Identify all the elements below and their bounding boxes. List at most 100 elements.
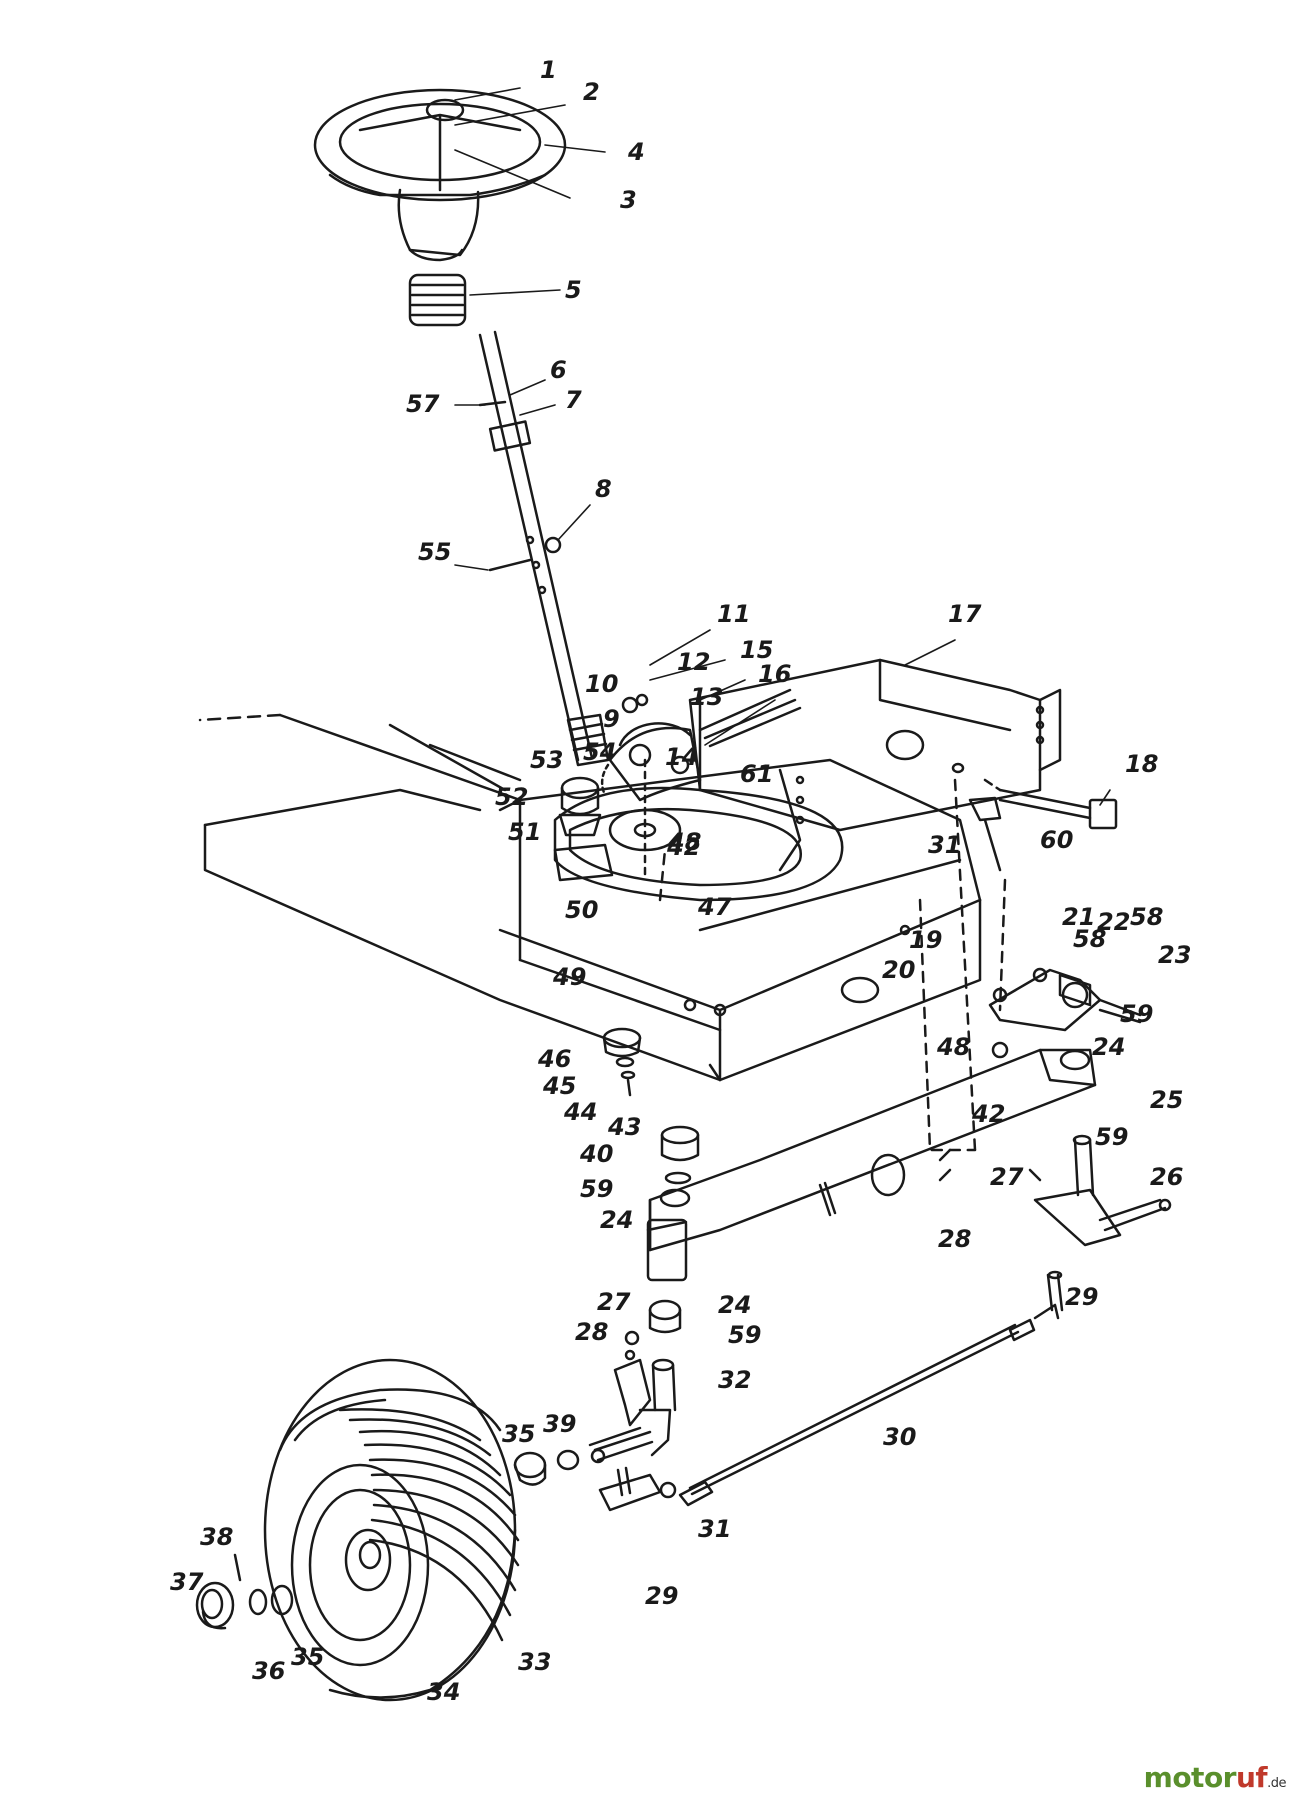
callout-47: 47 <box>697 893 732 921</box>
bushing-40 <box>659 1125 700 1208</box>
lower-bushing <box>553 776 614 882</box>
callout-28: 28 <box>575 1318 608 1346</box>
callout-10: 10 <box>585 670 618 698</box>
column-bushing <box>408 273 467 327</box>
front-bracket <box>688 658 1062 872</box>
callout-49: 49 <box>552 963 586 991</box>
tie-rod-end-left <box>598 1466 677 1512</box>
spindle-left <box>590 1299 682 1464</box>
callout-25: 25 <box>1150 1086 1183 1114</box>
callout-3: 3 <box>620 186 637 214</box>
callout-31: 31 <box>928 831 961 859</box>
callout-33: 33 <box>518 1648 551 1676</box>
fasteners-43-46 <box>602 1027 642 1097</box>
callout-43: 43 <box>607 1113 641 1141</box>
callout-51: 51 <box>508 818 541 846</box>
callout-27: 27 <box>990 1163 1024 1191</box>
frame <box>198 713 982 1082</box>
callout-6: 6 <box>550 356 567 384</box>
brand-domain: .de <box>1267 1776 1286 1791</box>
brand-part-1: motor <box>1143 1761 1237 1794</box>
callout-38: 38 <box>200 1523 233 1551</box>
callout-7: 7 <box>565 386 582 414</box>
bolt-18 <box>983 778 1118 830</box>
callout-44: 44 <box>563 1098 597 1126</box>
callout-22: 22 <box>1097 908 1130 936</box>
nut-8 <box>544 536 562 554</box>
callout-28: 28 <box>938 1225 971 1253</box>
callout-42: 42 <box>666 833 700 861</box>
callout-37: 37 <box>170 1568 204 1596</box>
pivot-arm <box>988 967 1142 1059</box>
callout-15: 15 <box>740 636 773 664</box>
callout-35: 35 <box>502 1420 535 1448</box>
brand-part-2: uf <box>1235 1761 1268 1794</box>
callout-61: 61 <box>740 760 773 788</box>
callout-59: 59 <box>728 1321 761 1349</box>
callout-13: 13 <box>690 683 723 711</box>
hub-parts-left <box>195 1553 294 1630</box>
callout-58: 58 <box>1130 903 1163 931</box>
pin-31 <box>983 818 1002 872</box>
callout-5: 5 <box>565 276 582 304</box>
callout-12: 12 <box>677 648 710 676</box>
callout-4: 4 <box>627 138 645 166</box>
callout-1: 1 <box>540 56 557 84</box>
callout-53: 53 <box>530 746 563 774</box>
callout-35: 35 <box>291 1643 324 1671</box>
callout-58: 58 <box>1073 925 1106 953</box>
steering-shaft <box>478 330 610 767</box>
callout-29: 29 <box>1065 1283 1098 1311</box>
callout-42: 42 <box>971 1100 1005 1128</box>
callout-50: 50 <box>565 896 598 924</box>
callout-59: 59 <box>1120 1000 1153 1028</box>
callout-54: 54 <box>583 738 616 766</box>
callout-39: 39 <box>543 1410 576 1438</box>
callout-59: 59 <box>580 1175 613 1203</box>
callout-31: 31 <box>698 1515 731 1543</box>
callout-23: 23 <box>1158 941 1191 969</box>
callout-16: 16 <box>758 660 791 688</box>
front-wheel <box>263 1358 520 1702</box>
callout-24: 24 <box>600 1206 633 1234</box>
callout-36: 36 <box>252 1657 285 1685</box>
callout-26: 26 <box>1150 1163 1183 1191</box>
callout-30: 30 <box>883 1423 916 1451</box>
callout-14: 14 <box>665 743 698 771</box>
front-axle <box>646 1048 1097 1282</box>
callout-9: 9 <box>603 705 620 733</box>
hub-parts-right <box>513 1426 642 1486</box>
washer-27-right <box>1028 1168 1042 1182</box>
callout-17: 17 <box>948 600 982 628</box>
tie-rod <box>678 1270 1064 1507</box>
callout-59: 59 <box>1095 1123 1128 1151</box>
callout-52: 52 <box>495 783 528 811</box>
steering-wheel <box>313 88 567 262</box>
callout-32: 32 <box>718 1366 751 1394</box>
callout-21: 21 <box>1062 903 1095 931</box>
callout-8: 8 <box>595 475 612 503</box>
bolt-55 <box>488 558 532 572</box>
callout-55: 55 <box>418 538 451 566</box>
leader-lines <box>454 87 1111 806</box>
cable <box>698 688 802 748</box>
callout-20: 20 <box>882 956 915 984</box>
callout-40: 40 <box>579 1140 613 1168</box>
callout-57: 57 <box>406 390 440 418</box>
callout-19: 19 <box>909 926 942 954</box>
callout-60: 60 <box>1040 826 1073 854</box>
callout-18: 18 <box>1125 750 1158 778</box>
spindle-right <box>1033 1134 1172 1247</box>
brand-watermark: motoruf.de <box>1143 1761 1287 1794</box>
callout-27: 27 <box>597 1288 631 1316</box>
callout-48: 48 <box>936 1033 970 1061</box>
callout-45: 45 <box>542 1072 576 1100</box>
sector-gear <box>600 693 702 882</box>
callout-24: 24 <box>1092 1033 1125 1061</box>
callout-11: 11 <box>717 600 750 628</box>
callout-2: 2 <box>583 78 600 106</box>
callout-34: 34 <box>427 1678 460 1706</box>
